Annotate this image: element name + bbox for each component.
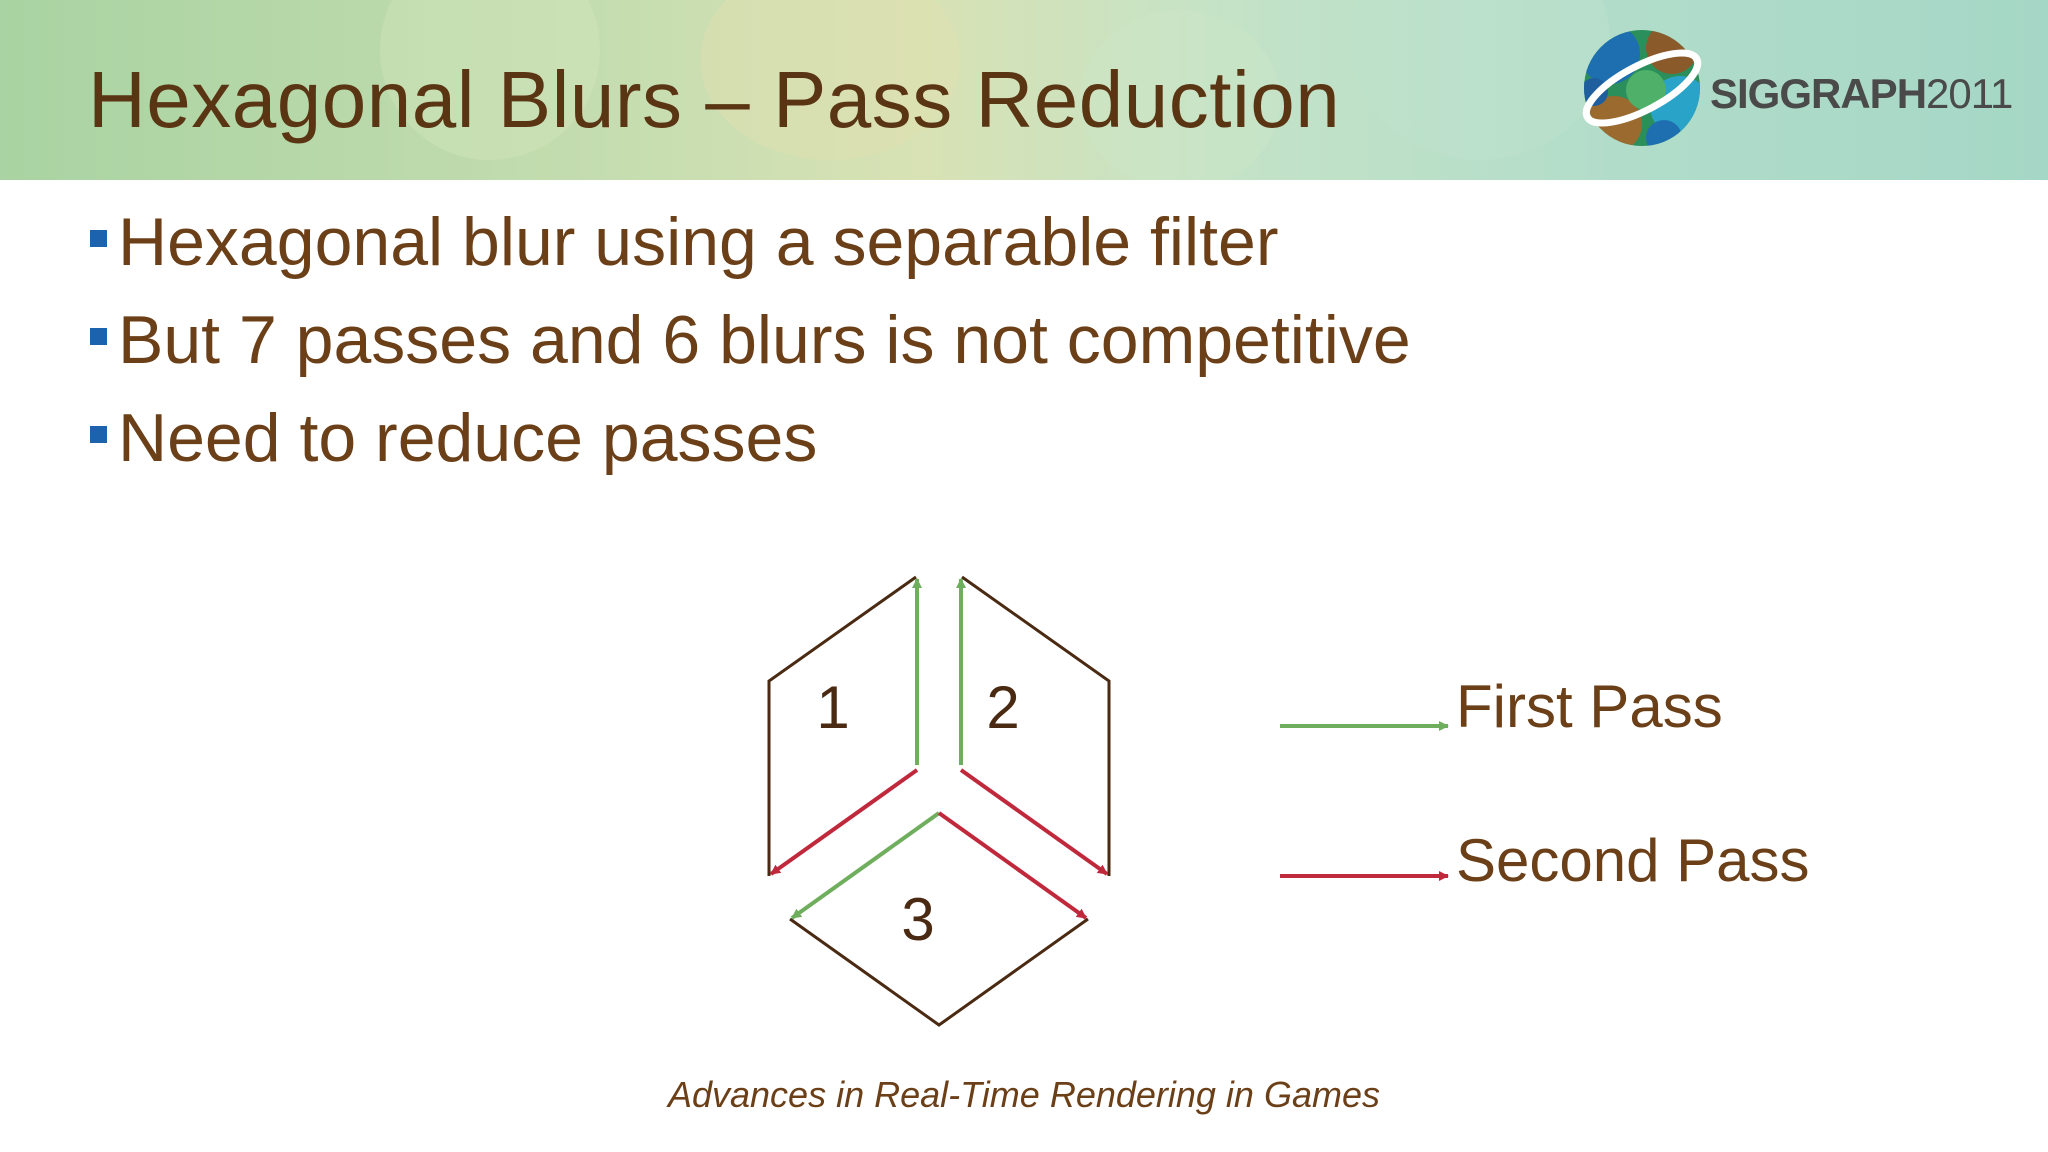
siggraph-logo: SIGGRAPH2011: [1580, 26, 2020, 154]
slide-title: Hexagonal Blurs – Pass Reduction: [88, 55, 1341, 144]
logo-year: 2011: [1926, 70, 2013, 117]
second-pass-arrows: [769, 768, 1109, 920]
second-pass-arrow-2: [959, 768, 1109, 876]
header-decor: [1080, 10, 1280, 180]
second-pass-arrow-3: [937, 811, 1088, 920]
bullet-list: Hexagonal blur using a separable filter …: [88, 200, 1411, 494]
bullet-text: But 7 passes and 6 blurs is not competit…: [118, 302, 1411, 378]
region-3-outline: [789, 917, 1089, 1027]
bullet-marker: [90, 426, 107, 443]
region-label-3: 3: [901, 886, 934, 953]
first-pass-arrow-3: [790, 811, 941, 920]
logo-brand: SIGGRAPH: [1710, 70, 1927, 117]
bullet-item: Hexagonal blur using a separable filter: [88, 200, 1411, 298]
hexagon-outline: [767, 575, 1111, 1027]
bullet-text: Hexagonal blur using a separable filter: [118, 204, 1279, 280]
bullet-item: But 7 passes and 6 blurs is not competit…: [88, 298, 1411, 396]
legend-second-pass-label: Second Pass: [1456, 827, 1810, 894]
bullet-marker: [90, 230, 107, 247]
bullet-item: Need to reduce passes: [88, 396, 1411, 494]
siggraph-wordmark: SIGGRAPH2011: [1710, 70, 2013, 118]
region-label-1: 1: [816, 674, 849, 741]
region-label-2: 2: [986, 674, 1019, 741]
region-2-outline: [961, 575, 1111, 876]
globe-icon: [1582, 30, 1702, 146]
region-labels: 1 2 3: [816, 674, 1019, 953]
region-1-outline: [767, 575, 917, 876]
legend-first-pass-label: First Pass: [1456, 673, 1723, 740]
header-decor: [700, 0, 960, 160]
second-pass-arrow-1: [769, 768, 919, 876]
slide-header: Hexagonal Blurs – Pass Reduction SIGGRAP…: [0, 0, 2048, 180]
bullet-marker: [90, 328, 107, 345]
first-pass-arrows: [790, 578, 966, 920]
slide-footer: Advances in Real-Time Rendering in Games: [667, 1074, 1380, 1115]
bullet-text: Need to reduce passes: [118, 400, 818, 476]
